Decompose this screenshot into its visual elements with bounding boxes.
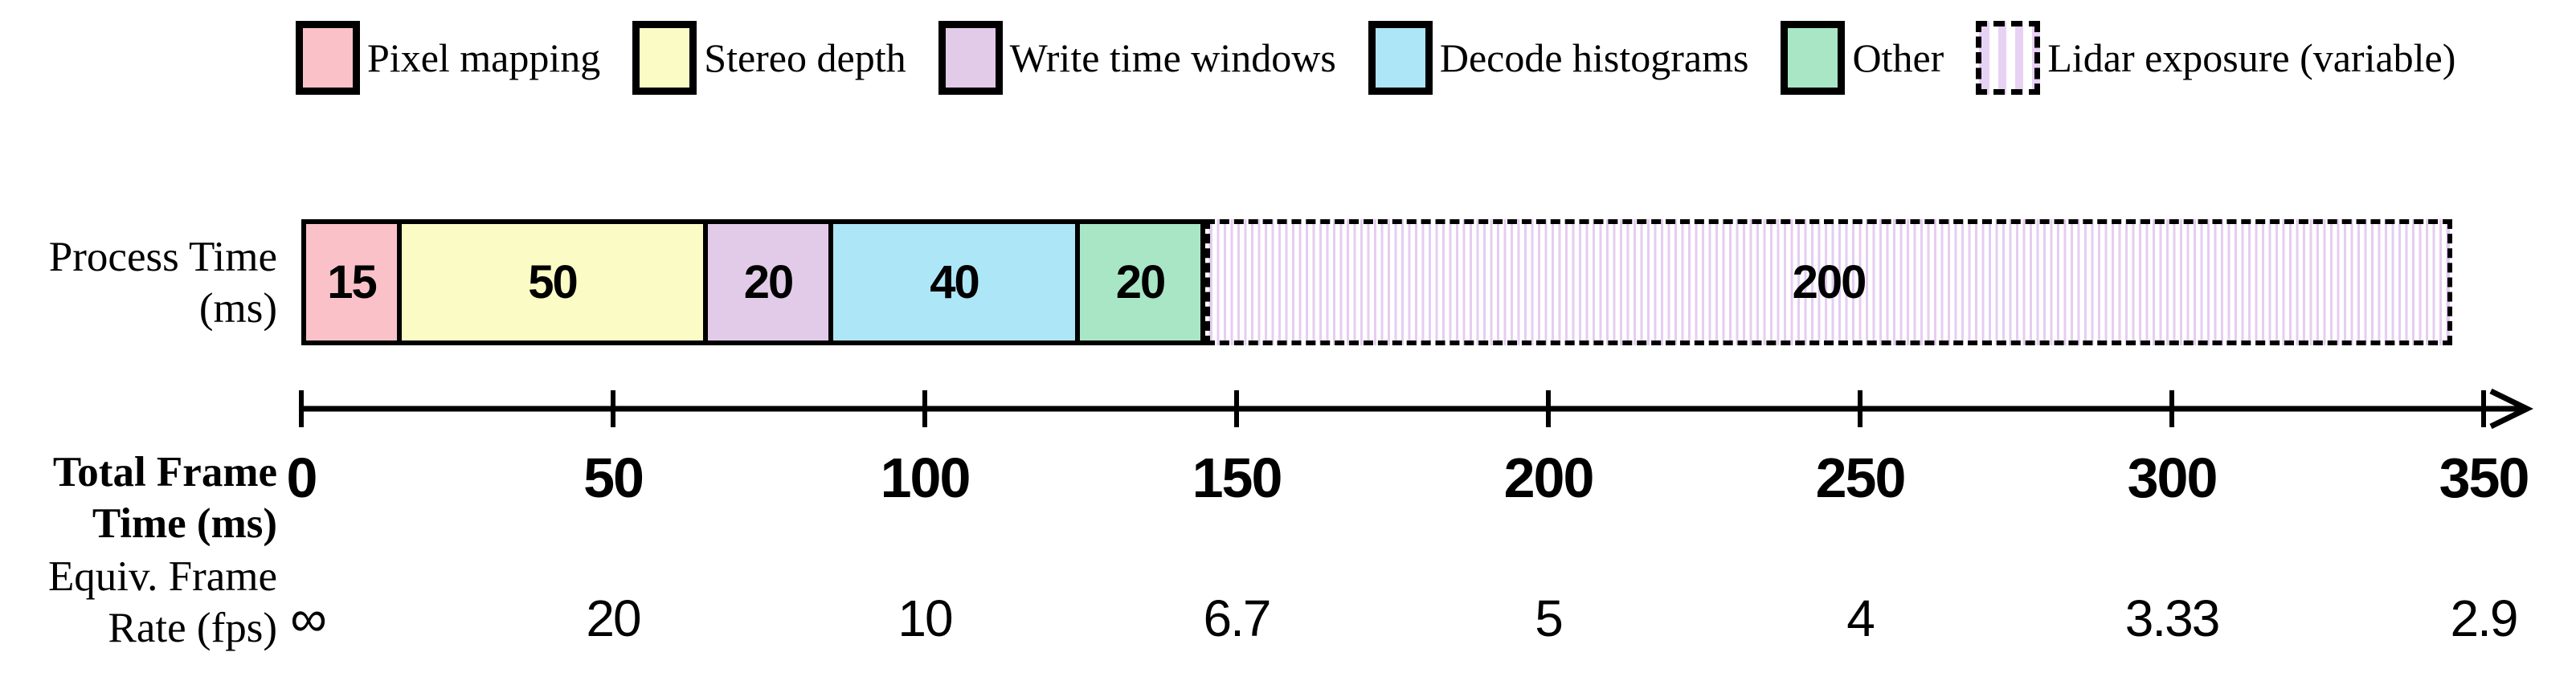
legend-swatch-write-time-windows-icon	[938, 21, 1003, 95]
legend-swatch-lidar-exposure-icon	[1976, 21, 2041, 95]
fps-value-3-33: 3.33	[2124, 589, 2221, 647]
legend-label-other: Other	[1852, 35, 1944, 80]
legend-swatch-pixel-mapping-icon	[296, 21, 360, 95]
segment-value-stereo-depth: 50	[528, 256, 578, 308]
legend-label-decode-histograms: Decode histograms	[1439, 35, 1749, 80]
total-frame-time-axis-label: Total Frame Time (ms)	[0, 446, 277, 549]
legend-swatch-other-icon	[1781, 21, 1846, 95]
legend-item-other: Other	[1781, 21, 1944, 95]
process-time-label-line1: Process Time	[48, 234, 277, 280]
fps-value-infinity: ∞	[290, 589, 327, 647]
segment-value-write-time-windows: 20	[743, 256, 794, 308]
legend-item-lidar-exposure: Lidar exposure (variable)	[1976, 21, 2455, 95]
equiv-frame-rate-row-label: Equiv. Frame Rate (fps)	[0, 551, 277, 654]
legend-label-pixel-mapping: Pixel mapping	[367, 35, 601, 80]
tick-label-50: 50	[583, 446, 644, 509]
process-time-row-label: Process Time (ms)	[0, 231, 277, 334]
bar-segment-lidar-exposure: 200	[1205, 219, 2452, 345]
axis-label-line1: Total Frame	[52, 449, 277, 495]
tick-label-100: 100	[880, 446, 971, 509]
legend-item-write-time-windows: Write time windows	[938, 21, 1336, 95]
segment-value-pixel-mapping: 15	[327, 256, 377, 308]
fps-label-line2: Rate (fps)	[108, 605, 277, 651]
bar-segment-stereo-depth: 50	[402, 224, 703, 340]
fps-label-line1: Equiv. Frame	[47, 553, 277, 600]
legend-item-stereo-depth: Stereo depth	[632, 21, 906, 95]
fps-value-10: 10	[898, 589, 953, 647]
legend-item-decode-histograms: Decode histograms	[1368, 21, 1749, 95]
process-bar-solid: 15 50 20 40 20	[301, 219, 1205, 345]
tick-label-0: 0	[286, 446, 318, 509]
segment-value-lidar-exposure: 200	[1792, 256, 1867, 308]
fps-value-6-7: 6.7	[1203, 589, 1272, 647]
process-time-label-line2: (ms)	[198, 285, 277, 332]
fps-value-20: 20	[586, 589, 641, 647]
segment-value-other: 20	[1115, 256, 1166, 308]
legend-swatch-decode-histograms-icon	[1368, 21, 1433, 95]
fps-value-2-9: 2.9	[2450, 589, 2519, 647]
segment-value-decode-histograms: 40	[930, 256, 979, 308]
tick-label-250: 250	[1815, 446, 1907, 509]
axis-label-line2: Time (ms)	[92, 500, 277, 547]
legend-item-pixel-mapping: Pixel mapping	[296, 21, 600, 95]
tick-label-200: 200	[1503, 446, 1595, 509]
fps-value-4: 4	[1846, 589, 1875, 647]
bar-segment-pixel-mapping: 15	[306, 224, 397, 340]
tick-label-150: 150	[1192, 446, 1283, 509]
legend: Pixel mapping Stereo depth Write time wi…	[296, 18, 2455, 98]
bar-segment-other: 20	[1080, 224, 1200, 340]
legend-label-write-time-windows: Write time windows	[1009, 35, 1336, 80]
bar-segment-decode-histograms: 40	[833, 224, 1075, 340]
fps-value-5: 5	[1535, 589, 1564, 647]
tick-label-300: 300	[2127, 446, 2218, 509]
legend-label-stereo-depth: Stereo depth	[704, 35, 906, 80]
legend-swatch-stereo-depth-icon	[632, 21, 697, 95]
axis-arrow-icon	[2489, 388, 2533, 430]
bar-segment-write-time-windows: 20	[708, 224, 828, 340]
legend-label-lidar-exposure: Lidar exposure (variable)	[2047, 35, 2456, 80]
time-axis-line	[299, 388, 2533, 430]
tick-label-350: 350	[2439, 446, 2530, 509]
